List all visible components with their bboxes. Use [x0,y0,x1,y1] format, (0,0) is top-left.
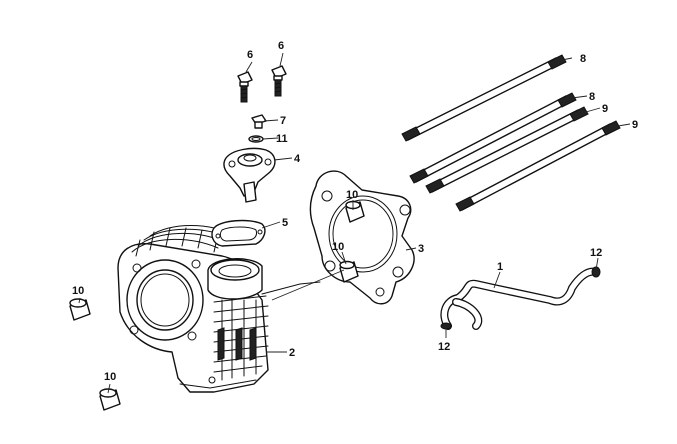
callout-10-center: 10 [332,241,344,253]
cylinder-block [117,225,321,393]
callout-12-upper: 12 [590,247,602,259]
callout-2: 2 [289,347,295,359]
callout-9-right: 9 [632,119,638,131]
callout-6-right: 6 [278,40,284,52]
callout-10-bottom: 10 [104,371,116,383]
cylinder-gasket [309,170,415,305]
dowel-pin-left [69,298,91,321]
chain-tensioner [223,147,276,203]
o-ring [248,135,264,143]
hose-clamp-upper [591,266,601,278]
callout-12-lower: 12 [438,341,450,353]
stud-bolt-2 [409,92,577,184]
callout-7: 7 [280,115,286,127]
callout-11: 11 [276,133,288,145]
leader-lines [78,52,631,394]
callout-labels: 6 6 7 11 4 5 3 2 8 8 9 9 10 10 10 10 1 1… [72,40,638,383]
callout-9-left: 9 [602,103,608,115]
cylinder-side-fins [213,295,269,381]
dowel-pin-center [339,260,359,283]
stud-bolt-1 [401,54,567,142]
stud-bolt-4 [455,120,621,212]
callout-8-bottom: 8 [589,91,595,103]
callout-5: 5 [282,217,288,229]
callout-6-left: 6 [247,49,253,61]
callout-10-left: 10 [72,285,84,297]
callout-8-top: 8 [580,53,586,65]
callout-1: 1 [497,261,503,273]
bolt-right [271,65,287,97]
callout-4: 4 [294,153,301,165]
bolt-left [237,71,253,103]
breather-hose [440,267,600,330]
callout-10-gasket: 10 [346,189,358,201]
dowel-pin-bottom [99,388,121,411]
tensioner-gasket [211,219,266,247]
callout-3: 3 [418,243,424,255]
stud-bolt-3 [425,106,589,194]
cap-bolt [251,114,267,129]
